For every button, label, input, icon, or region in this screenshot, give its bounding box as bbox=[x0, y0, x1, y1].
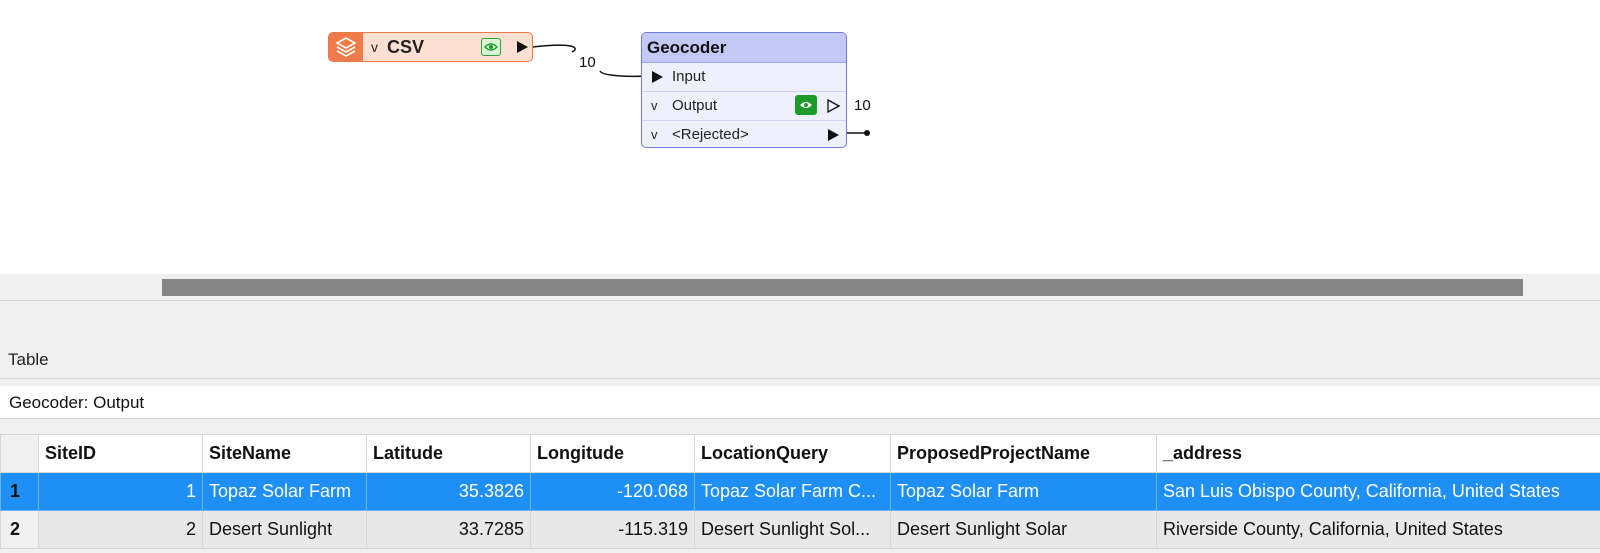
geocoder-node-title: Geocoder bbox=[642, 33, 846, 63]
table-cell[interactable]: Topaz Solar Farm C... bbox=[694, 472, 891, 511]
input-arrow-icon bbox=[652, 71, 663, 83]
rejected-end-dot bbox=[864, 130, 870, 136]
column-header[interactable]: ProposedProjectName bbox=[890, 434, 1157, 473]
input-port-label: Input bbox=[672, 68, 706, 85]
table-cell[interactable]: 33.7285 bbox=[366, 510, 531, 549]
table-cell[interactable]: Desert Sunlight bbox=[202, 510, 367, 549]
output-port[interactable]: v Output bbox=[642, 92, 846, 121]
table-row[interactable]: 2 2 Desert Sunlight 33.7285 -115.319 Des… bbox=[0, 510, 1600, 549]
column-header[interactable]: _address bbox=[1156, 434, 1600, 473]
column-header[interactable]: LocationQuery bbox=[694, 434, 891, 473]
table-cell[interactable]: Riverside County, California, United Sta… bbox=[1156, 510, 1600, 549]
rejected-port-label: <Rejected> bbox=[672, 126, 749, 143]
table-cell[interactable]: 1 bbox=[38, 472, 203, 511]
table-source-field[interactable]: Geocoder: Output bbox=[0, 386, 1600, 419]
table-cell[interactable]: San Luis Obispo County, California, Unit… bbox=[1156, 472, 1600, 511]
table-cell[interactable]: 2 bbox=[38, 510, 203, 549]
chevron-down-icon[interactable]: v bbox=[651, 98, 658, 113]
output-arrow-icon[interactable] bbox=[826, 99, 840, 113]
scrollbar-thumb[interactable] bbox=[162, 279, 1523, 296]
eye-icon[interactable] bbox=[795, 95, 817, 115]
row-number[interactable]: 2 bbox=[0, 510, 39, 549]
workspace-canvas[interactable]: v CSV 10 Geocoder Input v Output bbox=[0, 0, 1600, 274]
output-port-label: Output bbox=[672, 97, 718, 114]
column-header[interactable]: Latitude bbox=[366, 434, 531, 473]
table-cell[interactable]: 35.3826 bbox=[366, 472, 531, 511]
column-header[interactable]: SiteID bbox=[38, 434, 203, 473]
csv-node-title: CSV bbox=[387, 36, 425, 57]
output-count-label: 10 bbox=[854, 97, 871, 114]
table-header-row: SiteID SiteName Latitude Longitude Locat… bbox=[0, 434, 1600, 473]
column-header[interactable]: SiteName bbox=[202, 434, 367, 473]
table-cell[interactable]: Topaz Solar Farm bbox=[890, 472, 1157, 511]
csv-reader-node[interactable]: v CSV bbox=[328, 32, 533, 62]
table-row[interactable]: 1 1 Topaz Solar Farm 35.3826 -120.068 To… bbox=[0, 472, 1600, 511]
chevron-down-icon[interactable]: v bbox=[651, 127, 658, 142]
chevron-down-icon[interactable]: v bbox=[371, 39, 378, 55]
row-number[interactable]: 1 bbox=[0, 472, 39, 511]
tab-table[interactable]: Table bbox=[8, 350, 49, 369]
divider bbox=[0, 378, 1600, 379]
panel-splitter[interactable] bbox=[0, 300, 1600, 349]
table-cell[interactable]: Desert Sunlight Sol... bbox=[694, 510, 891, 549]
horizontal-scrollbar[interactable] bbox=[0, 274, 1600, 300]
table-view-panel: Table Geocoder: Output SiteID SiteName L… bbox=[0, 348, 1600, 553]
eye-icon[interactable] bbox=[481, 38, 501, 56]
data-table: SiteID SiteName Latitude Longitude Locat… bbox=[0, 434, 1600, 549]
table-cell[interactable]: Desert Sunlight Solar bbox=[890, 510, 1157, 549]
rejected-port[interactable]: v <Rejected> bbox=[642, 121, 846, 147]
table-cell[interactable]: -115.319 bbox=[530, 510, 695, 549]
feature-count-label: 10 bbox=[579, 54, 596, 71]
table-cell[interactable]: Topaz Solar Farm bbox=[202, 472, 367, 511]
output-port-arrow-icon[interactable] bbox=[515, 40, 529, 54]
layers-icon bbox=[329, 33, 363, 61]
rejected-arrow-icon[interactable] bbox=[826, 128, 840, 142]
table-cell[interactable]: -120.068 bbox=[530, 472, 695, 511]
geocoder-node[interactable]: Geocoder Input v Output v <Rejected> bbox=[641, 32, 847, 148]
column-header[interactable]: Longitude bbox=[530, 434, 695, 473]
input-port[interactable]: Input bbox=[642, 63, 846, 92]
row-header-corner[interactable] bbox=[0, 434, 39, 473]
